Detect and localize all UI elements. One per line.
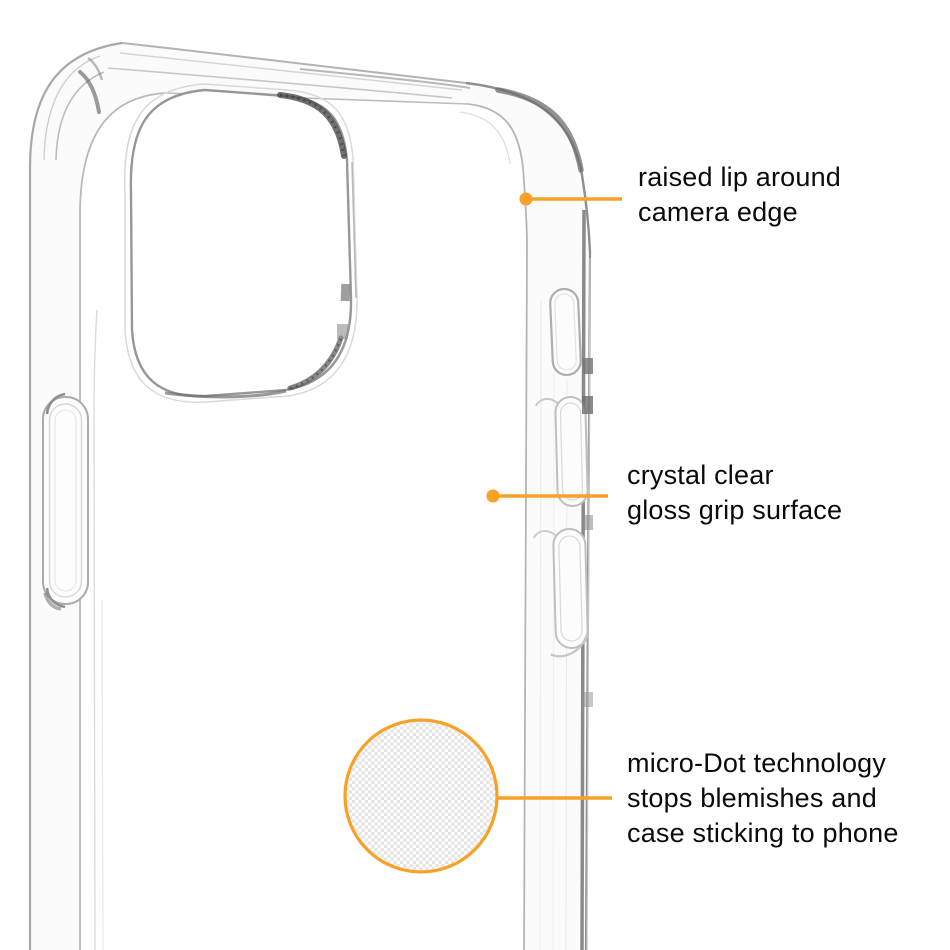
volume-button-1 [534, 396, 589, 507]
leader-line-crystal-clear [486, 489, 608, 503]
case-wall-tint [30, 43, 590, 950]
annotation-text-line: micro-Dot technology [627, 748, 887, 778]
edge-shading-chips [582, 358, 593, 707]
annotation-text-line: gloss grip surface [627, 495, 843, 525]
volume-button-2 [532, 528, 589, 658]
camera-cutout [123, 83, 358, 403]
case-reflection-streaks [43, 52, 471, 161]
annotation-text-line: crystal clear [627, 460, 774, 490]
annotation-text-line: stops blemishes and [627, 783, 877, 813]
annotation-text-line: case sticking to phone [627, 818, 899, 848]
annotation-text-line: camera edge [638, 197, 798, 227]
microdot-highlight-circle [343, 718, 499, 874]
leader-dot [486, 489, 500, 503]
annotation-raised-lip: raised lip around camera edge [638, 160, 841, 230]
side-button-left [42, 392, 89, 611]
annotation-micro-dot: micro-Dot technology stops blemishes and… [627, 746, 899, 851]
leader-line-raised-lip [519, 192, 622, 206]
case-inner-lip-lines [79, 92, 568, 950]
annotation-crystal-clear: crystal clear gloss grip surface [627, 458, 842, 528]
mute-switch-cutout [549, 287, 582, 377]
annotation-text-line: raised lip around [638, 162, 842, 192]
leader-dot [519, 192, 533, 206]
